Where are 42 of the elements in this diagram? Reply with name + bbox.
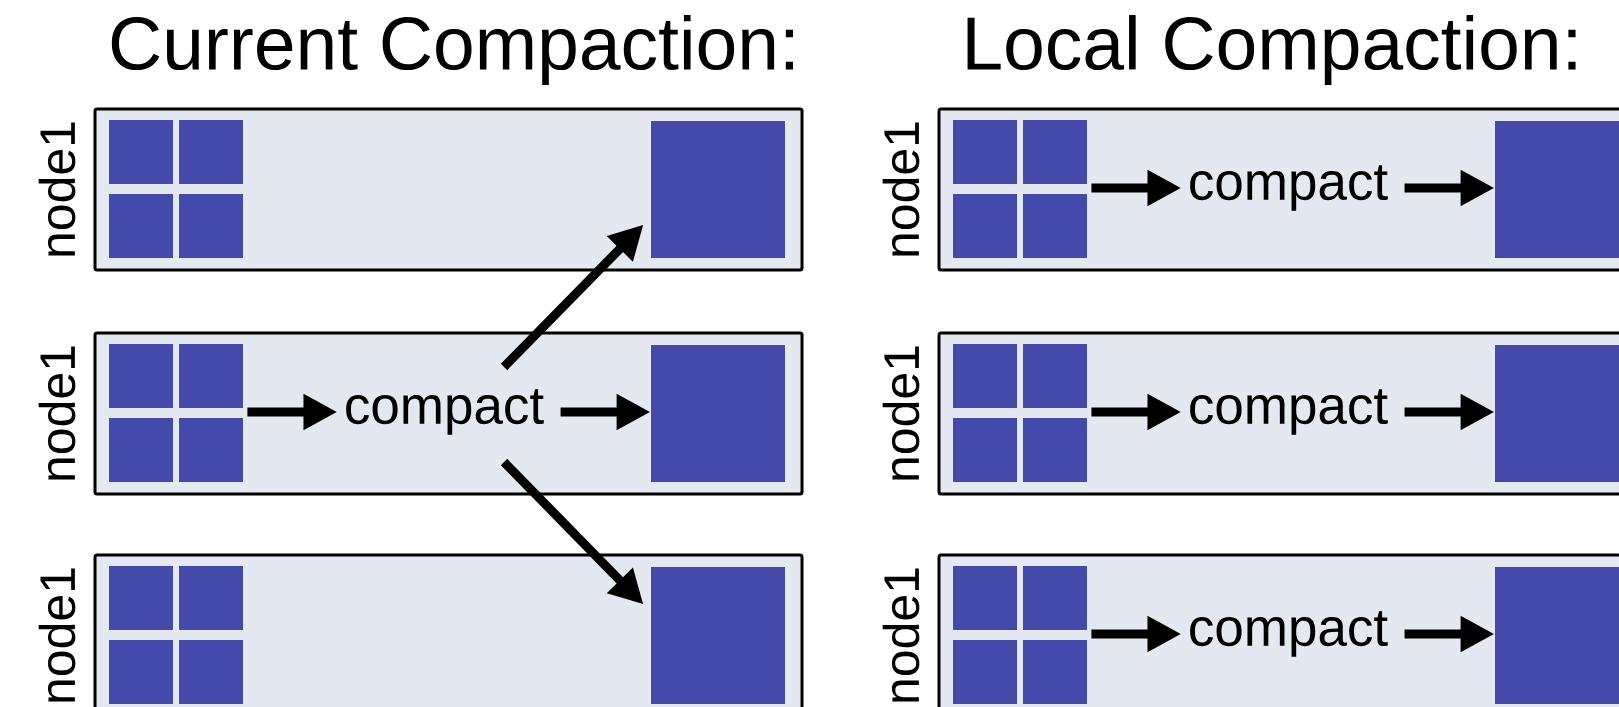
compacted-block xyxy=(651,121,785,258)
data-block xyxy=(179,640,243,704)
data-block xyxy=(953,566,1017,630)
data-block xyxy=(1023,640,1087,704)
data-block xyxy=(1023,344,1087,408)
compact-label: compact xyxy=(1190,611,1388,657)
data-block xyxy=(1023,566,1087,630)
data-block xyxy=(1023,194,1087,258)
node-label: node1 xyxy=(38,346,76,480)
node-label: node1 xyxy=(38,568,76,702)
node-label: node1 xyxy=(882,346,920,480)
data-block xyxy=(179,194,243,258)
compacted-block xyxy=(651,345,785,482)
data-block xyxy=(109,344,173,408)
data-block xyxy=(109,194,173,258)
data-block xyxy=(179,418,243,482)
data-block xyxy=(1023,120,1087,184)
data-block xyxy=(109,120,173,184)
node-label: node1 xyxy=(882,568,920,702)
compacted-block xyxy=(1495,567,1619,704)
compact-label: compact xyxy=(1190,165,1388,211)
panel-title: Local Compaction: xyxy=(967,15,1576,85)
data-block xyxy=(109,640,173,704)
data-block xyxy=(953,120,1017,184)
panel-title: Current Compaction: xyxy=(111,15,793,85)
data-block xyxy=(953,344,1017,408)
data-block xyxy=(109,418,173,482)
data-block xyxy=(953,194,1017,258)
data-block xyxy=(179,120,243,184)
compacted-block xyxy=(1495,121,1619,258)
data-block xyxy=(179,566,243,630)
data-block xyxy=(953,640,1017,704)
compact-label: compact xyxy=(1190,389,1388,435)
compacted-block xyxy=(1495,345,1619,482)
node-label: node1 xyxy=(38,122,76,256)
data-block xyxy=(109,566,173,630)
data-block xyxy=(179,344,243,408)
compacted-block xyxy=(651,567,785,704)
data-block xyxy=(1023,418,1087,482)
node-label: node1 xyxy=(882,122,920,256)
data-block xyxy=(953,418,1017,482)
compact-label: compact xyxy=(346,389,544,435)
